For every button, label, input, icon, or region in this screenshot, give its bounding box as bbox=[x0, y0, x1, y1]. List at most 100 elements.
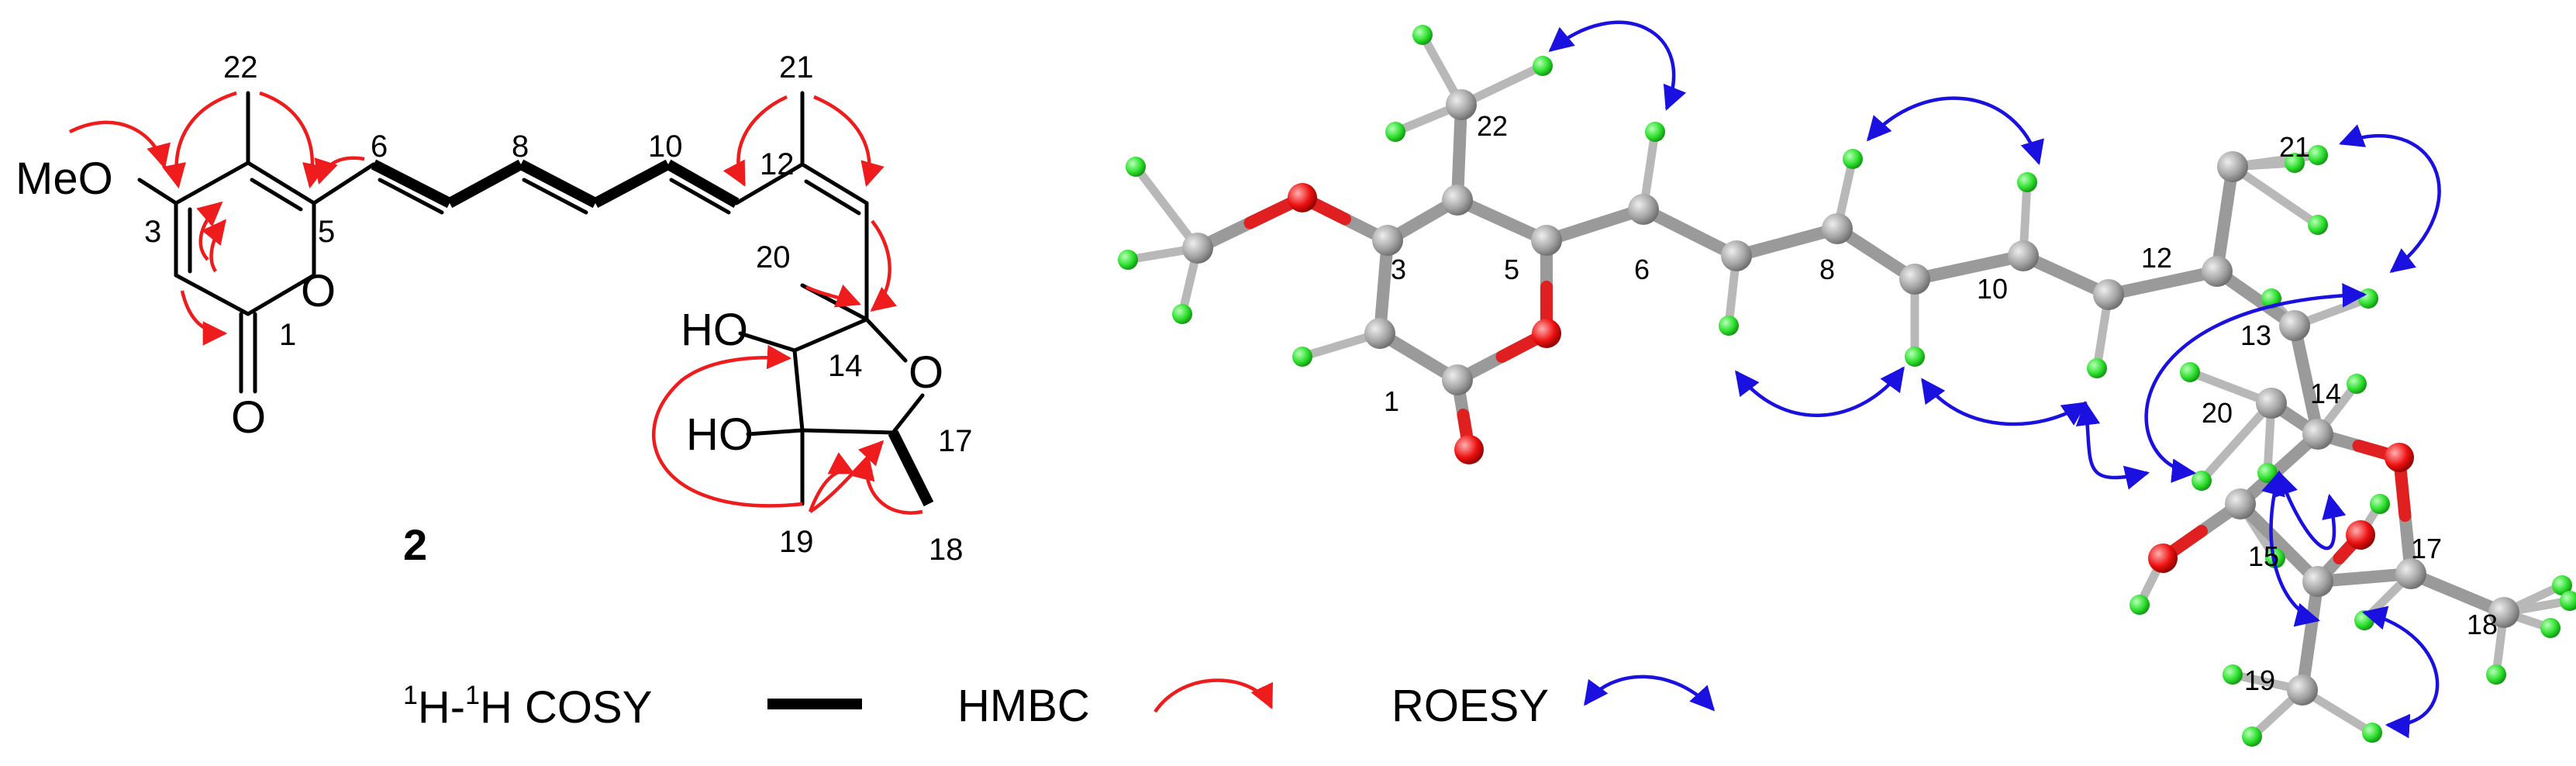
hydrogen-atom bbox=[2191, 471, 2212, 491]
hydrogen-atom bbox=[2347, 374, 2367, 394]
carbon-atom bbox=[2302, 566, 2333, 597]
model-bond bbox=[2312, 568, 2417, 588]
m-num-19: 19 bbox=[2244, 664, 2275, 696]
num-3: 3 bbox=[144, 215, 161, 249]
hydrogen-atom bbox=[1645, 122, 1665, 142]
carbon-atom bbox=[2302, 419, 2333, 450]
hydrogen-atom bbox=[1118, 250, 1138, 270]
hydrogen-atom bbox=[1292, 347, 1312, 367]
oxygen-atom bbox=[1288, 183, 1317, 212]
model-bond bbox=[1131, 162, 1202, 253]
oxygen-atom bbox=[2346, 520, 2375, 550]
legend-hmbc-label: HMBC bbox=[957, 681, 1090, 731]
hydrogen-atom bbox=[2285, 153, 2305, 173]
model-bond bbox=[1451, 194, 1553, 247]
m-num-18: 18 bbox=[2467, 609, 2498, 640]
hydrogen-atom bbox=[2560, 591, 2576, 611]
carbon-atom bbox=[2202, 256, 2233, 287]
skeletal-structure: MeO O O HO HO O 22 3 5 1 6 8 10 21 12 20… bbox=[16, 50, 973, 569]
hydrogen-atom bbox=[1719, 316, 1739, 336]
num-20: 20 bbox=[756, 240, 791, 274]
oxygen-atom bbox=[1532, 319, 1561, 348]
oxygen-atom bbox=[2148, 543, 2178, 573]
roesy-correlations bbox=[1548, 20, 2441, 739]
hydrogen-atom bbox=[2308, 215, 2328, 235]
num-19: 19 bbox=[779, 525, 814, 559]
hmbc-correlations bbox=[68, 91, 923, 515]
num-12: 12 bbox=[760, 147, 795, 181]
m-num-17: 17 bbox=[2411, 533, 2442, 564]
carbon-atom bbox=[1182, 233, 1213, 264]
num-22: 22 bbox=[223, 50, 258, 85]
num-6: 6 bbox=[371, 129, 388, 164]
carbon-atom bbox=[1899, 264, 1930, 295]
num-14: 14 bbox=[828, 349, 863, 383]
m-num-10: 10 bbox=[1977, 273, 2008, 305]
m-num-6: 6 bbox=[1634, 254, 1650, 285]
hydrogen-atom bbox=[2223, 664, 2243, 685]
hydrogen-atom bbox=[2242, 726, 2262, 747]
m-num-12: 12 bbox=[2141, 242, 2172, 274]
hydroxyl-b-label: HO bbox=[686, 409, 753, 460]
m-num-14: 14 bbox=[2310, 378, 2341, 409]
num-10: 10 bbox=[648, 129, 683, 164]
model-bond bbox=[2405, 568, 2510, 619]
num-21: 21 bbox=[779, 50, 814, 85]
num-5: 5 bbox=[318, 215, 335, 249]
hydrogen-atom bbox=[2180, 362, 2200, 382]
model-bond bbox=[1909, 250, 2029, 285]
carbon-atom bbox=[2008, 240, 2039, 271]
model-bond bbox=[1637, 203, 1743, 262]
hydrogen-atom bbox=[2552, 575, 2572, 595]
ring-oxygen-label: O bbox=[301, 266, 336, 316]
carbon-atom bbox=[2093, 279, 2124, 310]
model-bond bbox=[2228, 162, 2323, 229]
hydrogen-atom bbox=[2370, 494, 2390, 514]
hydrogen-atom bbox=[1412, 25, 1433, 45]
hydrogen-atom bbox=[1905, 347, 1925, 367]
carbon-atom bbox=[1628, 194, 1659, 225]
carbon-atom bbox=[1822, 213, 1853, 244]
carbon-atom bbox=[1372, 225, 1403, 256]
model-bond bbox=[1451, 98, 1467, 206]
num-17: 17 bbox=[938, 424, 973, 458]
hydrogen-atom bbox=[2358, 288, 2378, 309]
hydrogen-atom bbox=[2257, 463, 2278, 483]
model-bond bbox=[2296, 575, 2324, 696]
model-bond bbox=[1374, 234, 1394, 340]
compound-number: 2 bbox=[403, 520, 427, 569]
m-num-8: 8 bbox=[1819, 254, 1835, 285]
m-num-1: 1 bbox=[1384, 385, 1399, 417]
hydrogen-atom bbox=[1126, 157, 1146, 177]
model-bond bbox=[1730, 223, 1843, 262]
hydrogen-atom bbox=[2308, 145, 2328, 165]
carbon-atom bbox=[2225, 488, 2256, 519]
methoxy-label: MeO bbox=[16, 154, 113, 204]
m-num-13: 13 bbox=[2240, 319, 2271, 351]
carbon-atom bbox=[1446, 89, 1477, 120]
hydrogen-atom bbox=[2486, 664, 2506, 685]
hydrogen-atom bbox=[2540, 618, 2560, 638]
hydroxyl-a-label: HO bbox=[681, 305, 748, 355]
carbon-atom bbox=[1721, 240, 1752, 271]
m-num-15: 15 bbox=[2248, 540, 2279, 572]
m-num-21: 21 bbox=[2279, 131, 2310, 163]
carbon-atom bbox=[2256, 388, 2287, 419]
carbon-atom bbox=[1442, 364, 1473, 395]
num-1: 1 bbox=[279, 318, 296, 352]
oxygen-atom bbox=[2385, 443, 2414, 472]
oxygen-atom bbox=[1454, 435, 1484, 464]
carbon-atom bbox=[1531, 225, 1562, 256]
carbon-atom bbox=[2279, 310, 2310, 341]
num-8: 8 bbox=[512, 129, 529, 164]
m-num-5: 5 bbox=[1504, 254, 1519, 285]
legend: 1H-1H COSY HMBC ROESY bbox=[403, 675, 1716, 733]
hydrogen-atom bbox=[2087, 358, 2107, 378]
hydrogen-atom bbox=[1172, 304, 1192, 324]
hydrogen-atom bbox=[1843, 149, 1863, 169]
hydrogen-atom bbox=[1385, 122, 1405, 142]
hydrogen-atom bbox=[2362, 723, 2382, 743]
legend-hmbc-arrow bbox=[1154, 678, 1274, 713]
carbon-atom bbox=[2217, 151, 2248, 182]
